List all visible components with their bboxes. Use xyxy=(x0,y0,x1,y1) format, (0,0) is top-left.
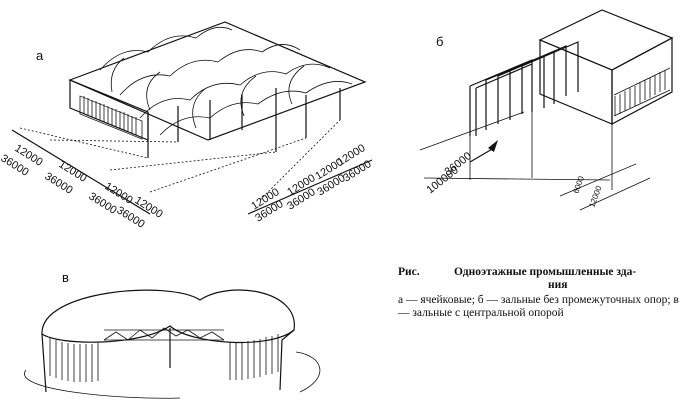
caption-lead: Рис. xyxy=(398,266,420,278)
dim-b-bay2: 12000 xyxy=(587,184,603,209)
caption-body: а — ячейковые; б — зальные без промежуто… xyxy=(398,294,679,319)
arrow-icon xyxy=(488,140,498,152)
caption-title: Рис. Одноэтажные промышленные зда- ния xyxy=(398,266,680,292)
caption-title-line2: ния xyxy=(548,279,568,291)
panel-label-a: а xyxy=(36,48,44,63)
caption-title-line1: Одноэтажные промышленные зда- xyxy=(454,266,637,278)
building-a: 12000 36000 12000 36000 12000 36000 1200… xyxy=(0,21,374,231)
building-b: 36000 100000 6000 12000 xyxy=(419,9,674,211)
panel-label-b: б xyxy=(436,34,444,49)
dim-b-bay: 6000 xyxy=(571,174,586,194)
building-v xyxy=(24,289,321,399)
panel-label-v: в xyxy=(62,270,69,285)
figure-caption: Рис. Одноэтажные промышленные зда- ния а … xyxy=(398,266,680,320)
